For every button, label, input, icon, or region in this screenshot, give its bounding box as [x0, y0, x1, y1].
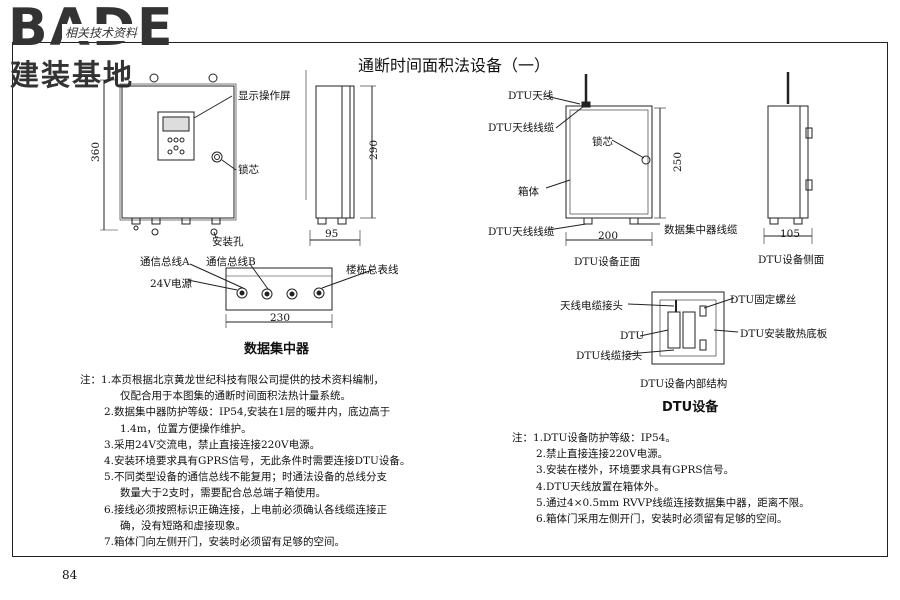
- note-line: 数量大于2支时，需要配合总总端子箱使用。: [120, 487, 327, 500]
- note-line: 5.不同类型设备的通信总线不能复用；时通法设备的总线分支: [104, 471, 388, 484]
- label-dtu-antenna-cable: DTU天线线缆: [488, 122, 555, 134]
- dim-200: 200: [598, 230, 619, 242]
- concentrator-cabinet-front: [100, 73, 237, 239]
- section-title-dtu: DTU设备: [662, 400, 719, 415]
- note-line: 确，没有短路和虚接现象。: [120, 519, 246, 532]
- label-antenna-connector: 天线电缆接头: [560, 300, 623, 312]
- concentrator-cabinet-side: [305, 70, 376, 246]
- label-power: 24V电源: [150, 278, 192, 290]
- page-number: 84: [62, 568, 78, 582]
- dtu-side: [763, 72, 813, 244]
- label-mount-hole: 安装孔: [212, 236, 244, 248]
- label-bus-a: 通信总线A: [140, 256, 190, 268]
- note-line: 2.禁止直接连接220V电源。: [536, 448, 669, 461]
- note-line: 5.通过4×0.5mm RVVP线缆连接数据集中器，距离不限。: [536, 496, 810, 509]
- label-fix-screw: DTU固定螺丝: [730, 294, 797, 306]
- page-title: 通断时间面积法设备（一）: [358, 56, 551, 75]
- concentrator-board: [187, 263, 373, 328]
- caption-dtu-inner: DTU设备内部结构: [640, 378, 728, 390]
- header-subtag: 相关技术资料: [62, 24, 141, 41]
- label-display: 显示操作屏: [238, 90, 291, 102]
- section-title-concentrator: 数据集中器: [244, 342, 310, 357]
- label-dtu-antenna: DTU天线: [508, 90, 554, 102]
- notes-left: 注：1.本页根据北京黄龙世纪科技有限公司提供的技术资料编制， 仅配合用于本图集的…: [80, 372, 410, 550]
- note-line: 3.安装在楼外，环境要求具有GPRS信号。: [536, 464, 735, 477]
- note-line: 6.箱体门采用左侧开门，安装时必须留有足够的空间。: [536, 513, 788, 526]
- note-line: 4.安装环境要求具有GPRS信号，无此条件时需要连接DTU设备。: [104, 455, 411, 468]
- label-bus-floor: 楼栋总表线: [346, 264, 399, 276]
- note-line: 7.箱体门向左侧开门，安装时必须留有足够的空间。: [104, 536, 346, 549]
- note-line: 注：1.本页根据北京黄龙世纪科技有限公司提供的技术资料编制，: [80, 374, 385, 386]
- dtu-inner-structure: [627, 291, 739, 365]
- notes-right: 注：1.DTU设备防护等级：IP54。 2.禁止直接连接220V电源。 3.安装…: [512, 430, 810, 527]
- label-bus-b: 通信总线B: [206, 256, 256, 268]
- note-line: 注：1.DTU设备防护等级：IP54。: [512, 432, 676, 444]
- note-line: 仅配合用于本图集的通断时间面积法热计量系统。: [120, 390, 351, 403]
- label-dtu-antenna-cable-2: DTU天线线缆: [488, 226, 555, 238]
- label-cable-connector: DTU线缆接头: [576, 350, 643, 362]
- logo-chinese: 建装基地: [10, 58, 135, 92]
- caption-dtu-front: DTU设备正面: [574, 256, 641, 268]
- dim-95: 95: [325, 228, 339, 240]
- dim-360: 360: [90, 141, 103, 163]
- dim-290: 290: [368, 139, 381, 161]
- note-line: 2.数据集中器防护等级：IP54,安装在1层的暖井内，底边高于: [104, 406, 391, 419]
- dim-230: 230: [270, 312, 291, 324]
- dim-250: 250: [672, 151, 685, 173]
- label-dtu-lock: 锁芯: [592, 136, 613, 148]
- note-line: 3.采用24V交流电，禁止直接连接220V电源。: [104, 438, 321, 451]
- label-concentrator-cable: 数据集中器线缆: [664, 224, 738, 236]
- label-lock: 锁芯: [238, 164, 259, 176]
- note-line: 1.4m，位置方便操作维护。: [120, 422, 252, 435]
- label-box: 箱体: [518, 186, 539, 198]
- note-line: 6.接线必须按照标识正确连接，上电前必须确认各线缆连接正: [104, 503, 388, 516]
- label-dtu: DTU: [620, 330, 645, 342]
- drawing-frame: [12, 42, 888, 557]
- dim-105: 105: [780, 228, 801, 240]
- note-line: 4.DTU天线放置在箱体外。: [536, 480, 665, 493]
- label-heat-plate: DTU安装散热底板: [740, 328, 828, 340]
- dtu-front: [545, 74, 666, 246]
- caption-dtu-side: DTU设备侧面: [758, 254, 825, 266]
